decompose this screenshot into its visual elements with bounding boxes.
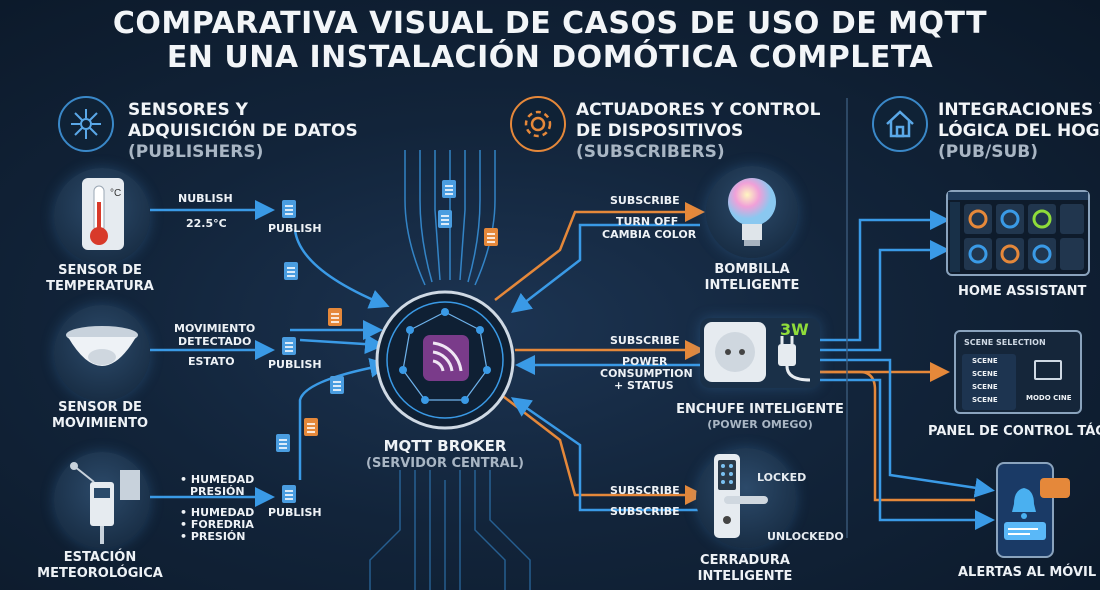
subscribe-label-1: SUBSCRIBE bbox=[610, 194, 680, 207]
motion-sensor-icon bbox=[54, 305, 150, 401]
plug-msg-1: POWER bbox=[622, 355, 668, 368]
subscribers-title-line-2: DE DISPOSITIVOS bbox=[576, 121, 744, 141]
publish-label-1: PUBLISH bbox=[268, 222, 322, 235]
publishers-title-line-2: ADQUISICIÓN DE DATOS bbox=[128, 121, 358, 141]
sensor-weather-name-2: METEOROLÓGICA bbox=[37, 566, 163, 581]
broker-subtitle: (SERVIDOR CENTRAL) bbox=[366, 456, 524, 471]
message-doc-icon bbox=[284, 262, 298, 280]
chat-bubble-icon bbox=[1040, 478, 1070, 498]
plug-msg-2: CONSUMPTION bbox=[600, 367, 693, 380]
sensor-weather-label: ESTACIÓN METEOROLÓGICA bbox=[30, 550, 170, 582]
publishers-subtitle: (PUBLISHERS) bbox=[128, 142, 264, 162]
message-doc-icon bbox=[282, 200, 296, 218]
subscribe-label-3: SUBSCRIBE bbox=[610, 484, 680, 497]
gear-icon bbox=[510, 96, 566, 152]
plug-msg-3: + STATUS bbox=[614, 379, 674, 392]
integrations-title-line-1: INTEGRACIONES Y bbox=[938, 100, 1100, 120]
page-title-line-2: EN UNA INSTALACIÓN DOMÓTICA COMPLETA bbox=[166, 40, 934, 75]
scene-item[interactable]: SCENE bbox=[972, 396, 998, 404]
mobile-alerts-label: ALERTAS AL MÓVIL bbox=[958, 565, 1097, 580]
sensor-temperature-name-1: SENSOR DE bbox=[58, 263, 142, 278]
sensor-motion-msg-2: DETECTADO bbox=[178, 335, 252, 348]
publishers-title-line-1: SENSORES Y bbox=[128, 100, 248, 120]
sensor-weather-msg-3: • HUMEDAD bbox=[180, 506, 255, 519]
subscribers-section-title: ACTUADORES Y CONTROL DE DISPOSITIVOS (SU… bbox=[576, 100, 820, 163]
smart-lock-icon bbox=[696, 448, 796, 548]
sensor-motion-label: SENSOR DE MOVIMIENTO bbox=[30, 400, 170, 432]
scene-item[interactable]: SCENE bbox=[972, 357, 998, 365]
sensor-motion-name-2: MOVIMIENTO bbox=[52, 416, 148, 431]
scene-item[interactable]: SCENE bbox=[972, 383, 998, 391]
scene-mode[interactable]: MODO CINE bbox=[1026, 394, 1072, 402]
integrations-title-line-2: LÓGICA DEL HOGA bbox=[938, 121, 1100, 141]
message-doc-icon bbox=[438, 210, 452, 228]
bulb-name-1: BOMBILLA bbox=[714, 262, 790, 277]
plug-label: ENCHUFE INTELIGENTE bbox=[676, 402, 844, 417]
lock-locked-label: LOCKED bbox=[757, 471, 807, 484]
sensor-temperature-msg-2: 22.5°C bbox=[186, 217, 227, 230]
section-divider bbox=[846, 98, 848, 538]
sensor-temperature-label: SENSOR DE TEMPERATURA bbox=[30, 263, 170, 295]
page-title-line-1: COMPARATIVA VISUAL DE CASOS DE USO DE MQ… bbox=[112, 6, 988, 41]
sensor-temperature-msg-1: NUBLISH bbox=[178, 192, 233, 205]
scene-list: SCENE SCENE SCENE SCENE bbox=[962, 354, 1016, 410]
message-doc-icon bbox=[330, 376, 344, 394]
plug-sublabel: (POWER OMEGO) bbox=[707, 418, 813, 431]
thermometer-icon: °C bbox=[54, 168, 150, 264]
message-doc-icon bbox=[282, 485, 296, 503]
sensor-weather-msg-5: • PRESIÓN bbox=[180, 530, 246, 543]
dashboard-icon bbox=[946, 190, 1090, 276]
sensor-weather-msg-1: • HUMEDAD bbox=[180, 473, 255, 486]
panel-title: SCENE SELECTION bbox=[964, 338, 1046, 347]
subscribers-title-line-1: ACTUADORES Y CONTROL bbox=[576, 100, 821, 120]
sensor-motion-msg-1: MOVIMIENTO bbox=[174, 322, 256, 335]
sensor-motion-msg-3: ESTATO bbox=[188, 355, 235, 368]
svg-text:°C: °C bbox=[110, 188, 121, 199]
message-doc-icon bbox=[276, 434, 290, 452]
lock-label: CERRADURA INTELIGENTE bbox=[680, 553, 810, 585]
bulb-msg-2: CAMBIA COLOR bbox=[602, 228, 697, 241]
tv-icon bbox=[1034, 360, 1062, 380]
lock-name-2: INTELIGENTE bbox=[697, 569, 793, 584]
integrations-subtitle: (PUB/SUB) bbox=[938, 142, 1038, 162]
publish-label-3: PUBLISH bbox=[268, 506, 322, 519]
weather-station-icon bbox=[54, 452, 150, 548]
plug-power-value: 3W bbox=[780, 320, 809, 339]
integrations-section-title: INTEGRACIONES Y LÓGICA DEL HOGA (PUB/SUB… bbox=[938, 100, 1100, 163]
light-bulb-icon bbox=[706, 166, 798, 258]
message-doc-icon bbox=[304, 418, 318, 436]
bulb-name-2: INTELIGENTE bbox=[704, 278, 800, 293]
lock-name-1: CERRADURA bbox=[700, 553, 790, 568]
bulb-msg-1: TURN OFF bbox=[616, 215, 679, 228]
sensor-weather-name-1: ESTACIÓN bbox=[63, 550, 137, 565]
subscribers-subtitle: (SUBSCRIBERS) bbox=[576, 142, 725, 162]
message-doc-icon bbox=[484, 228, 498, 246]
sensor-weather-msg-2: PRESIÓN bbox=[190, 485, 245, 498]
smart-plug-icon bbox=[700, 318, 820, 388]
touch-panel-label: PANEL DE CONTROL TÁCT bbox=[928, 424, 1100, 439]
network-hub-icon bbox=[58, 96, 114, 152]
publish-label-2: PUBLISH bbox=[268, 358, 322, 371]
subscribe-label-2: SUBSCRIBE bbox=[610, 334, 680, 347]
message-doc-icon bbox=[442, 180, 456, 198]
sensor-weather-msg-4: • FOREDRIA bbox=[180, 518, 254, 531]
lock-msg-1: SUBSCRIBE bbox=[610, 505, 680, 518]
sensor-motion-name-1: SENSOR DE bbox=[58, 400, 142, 415]
touch-panel-screen: SCENE SELECTION SCENE SCENE SCENE SCENE … bbox=[954, 330, 1082, 414]
bulb-label: BOMBILLA INTELIGENTE bbox=[690, 262, 814, 294]
message-doc-icon bbox=[282, 337, 296, 355]
message-doc-icon bbox=[328, 308, 342, 326]
home-assistant-label: HOME ASSISTANT bbox=[958, 284, 1087, 299]
phone-bell-icon bbox=[996, 462, 1054, 558]
lock-unlocked-label: UNLOCKEDO bbox=[767, 530, 844, 543]
sensor-temperature-name-2: TEMPERATURA bbox=[46, 279, 154, 294]
scene-item[interactable]: SCENE bbox=[972, 370, 998, 378]
broker-name: MQTT BROKER bbox=[383, 437, 507, 455]
publishers-section-title: SENSORES Y ADQUISICIÓN DE DATOS (PUBLISH… bbox=[128, 100, 358, 163]
home-icon bbox=[872, 96, 928, 152]
